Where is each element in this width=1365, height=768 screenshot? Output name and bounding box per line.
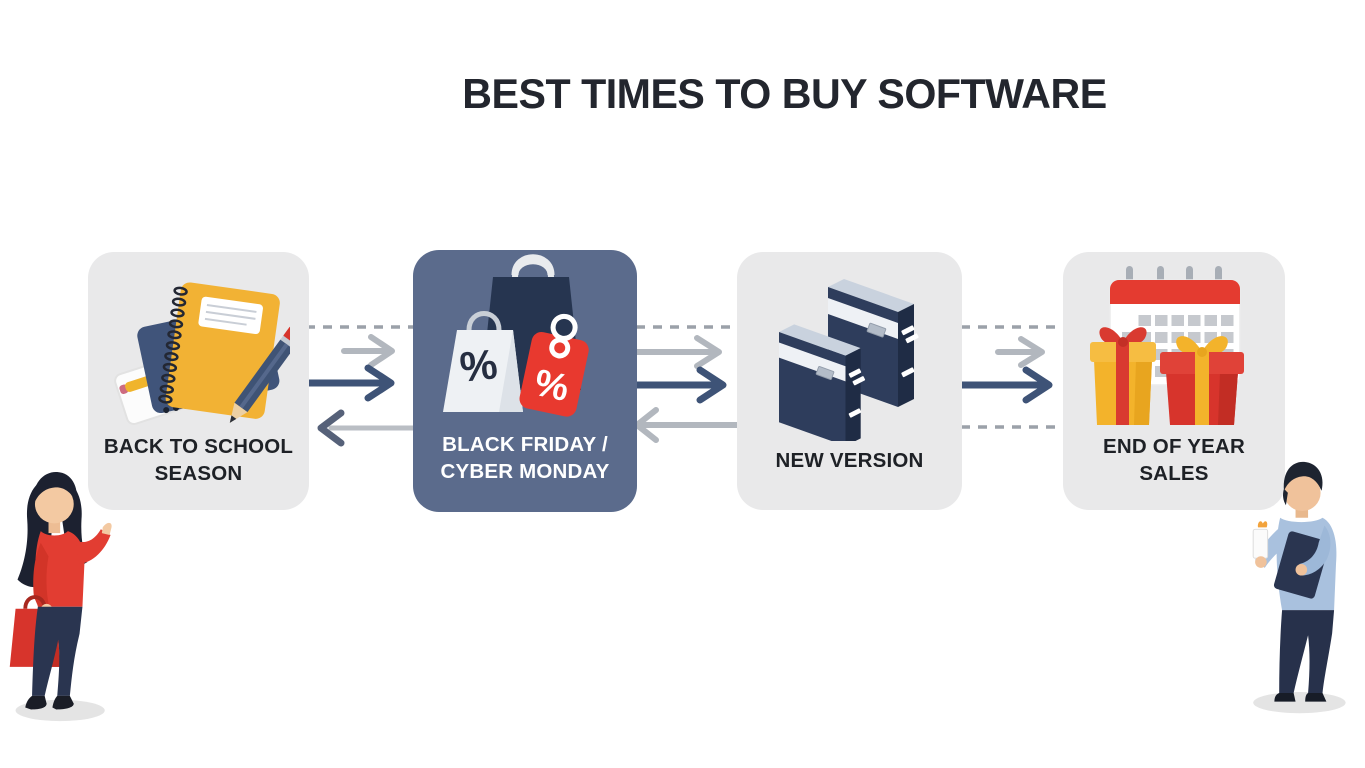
pants [1279,610,1335,693]
card-back-to-school: BACK TO SCHOOL SEASON [88,252,309,510]
card-label-line2: CYBER MONDAY [440,460,610,483]
gray-arrow-left [634,407,741,443]
arm-gesturing [75,529,111,565]
hand [1295,563,1308,576]
card-label: BLACK FRIDAY / CYBER MONDAY [413,428,637,488]
yellow-gift-icon [1090,327,1156,425]
bag-percent-symbol: % [457,340,499,391]
card-label: NEW VERSION [737,430,962,490]
pencil [229,326,290,423]
face [1284,474,1321,511]
hair [1283,461,1323,491]
shopping-bags-discount-icon: % % [443,254,589,417]
card-black-friday-cyber-monday: % % BLACK FRIDAY / CYBER MONDAY [413,250,637,512]
ground-shadow [1253,692,1346,714]
connector-gap-3 [953,325,1064,429]
card-label: END OF YEAR SALES [1063,430,1285,490]
gray-arrow-right [630,335,722,369]
gray-arrow-right [995,336,1045,368]
red-gift-icon [1160,336,1244,425]
shoe [1274,693,1296,702]
navy-arrow-right [626,366,727,404]
hand [40,603,53,616]
pants [32,606,83,696]
card-label-line1: END OF YEAR [1103,435,1245,458]
white-shopping-bag: % [443,311,523,412]
shoe [52,695,74,710]
hand [1255,556,1267,568]
arm-holding-bag [33,542,50,613]
blue-sweater [1276,517,1337,611]
card-label: BACK TO SCHOOL SEASON [88,430,309,490]
arm-holding-phone [1255,525,1290,568]
shoe [25,695,47,710]
phone-icon [1252,521,1269,559]
shoe [1305,693,1327,702]
red-price-tag: % [519,313,589,417]
school-notebooks-icon [114,282,290,426]
card-label-line1: NEW VERSION [775,448,924,472]
card-label-line2: SALES [1139,462,1209,485]
card-label-line1: BLACK FRIDAY / [442,433,608,456]
gray-arrow-right [341,334,395,368]
connector-gap-2 [626,325,741,443]
face [34,484,74,524]
connector-gap-1 [304,325,417,447]
tablet-icon [1273,531,1330,599]
hair-front [33,471,77,505]
software-boxes-icon [779,279,919,441]
navy-arrow-left-head [317,409,345,447]
hair-back [17,476,57,588]
arm-holding-tablet [1299,525,1331,576]
red-top [35,531,85,607]
card-end-of-year-sales: END OF YEAR SALES [1063,252,1285,510]
page-title: BEST TIMES TO BUY SOFTWARE [462,70,1107,117]
software-box-front [779,324,866,441]
navy-arrow-right [304,364,395,402]
card-new-version: NEW VERSION [737,252,962,510]
navy-arrow-right [953,366,1053,404]
card-label-line1: BACK TO SCHOOL [103,435,294,458]
card-label-line2: SEASON [154,462,243,485]
yellow-notebook [158,282,280,419]
calendar-gifts-icon [1090,266,1244,425]
red-shopping-bag [9,595,61,667]
ground-shadow [15,699,105,722]
